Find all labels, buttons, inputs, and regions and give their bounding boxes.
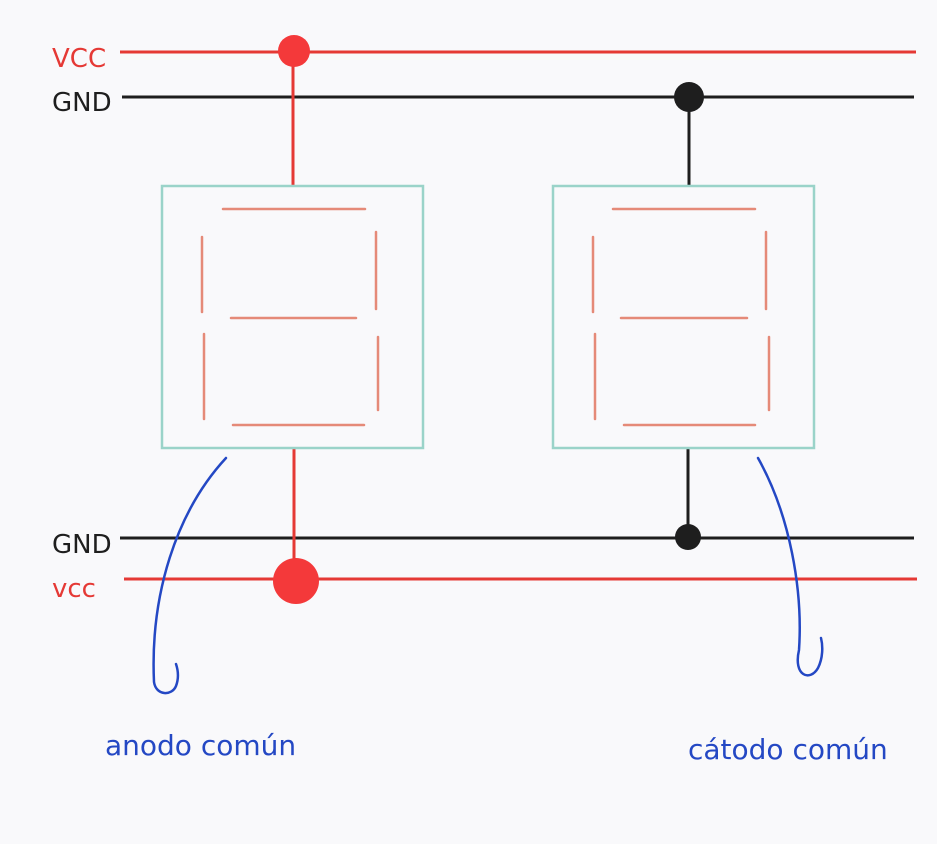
anode-annotation-arrow — [152, 456, 228, 695]
seven-segment-display-anode — [160, 184, 425, 450]
top-gnd-label: GND — [52, 88, 112, 118]
display-frame — [160, 184, 425, 450]
gnd-top-junction — [674, 82, 704, 112]
display-frame — [551, 184, 816, 450]
gnd-bottom-junction — [675, 524, 701, 550]
bottom-vcc-label: vcc — [52, 574, 96, 604]
vcc-bottom-junction — [273, 558, 319, 604]
cathode-annotation-arrow — [756, 456, 824, 677]
vcc-top-junction — [278, 35, 310, 67]
common-anode-label: anodo común — [105, 729, 297, 762]
top-vcc-label: VCC — [52, 44, 107, 74]
common-cathode-label: cátodo común — [688, 733, 888, 766]
bottom-gnd-label: GND — [52, 530, 112, 560]
seven-segment-display-cathode — [551, 184, 816, 450]
